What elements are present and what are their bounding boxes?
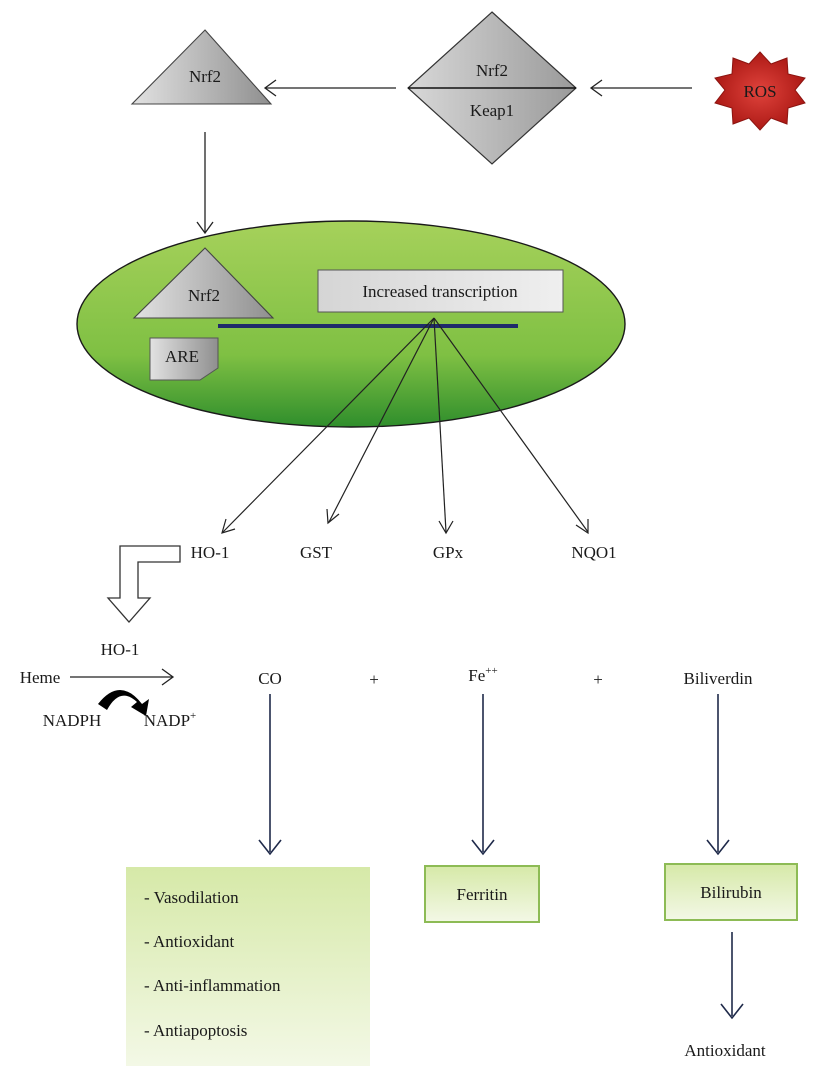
co-effects-panel xyxy=(126,867,370,1066)
ros-label: ROS xyxy=(743,82,776,101)
heme-reaction: HO-1 Heme NADPH NADP+ xyxy=(20,640,197,730)
nrf2-keap1-complex: Nrf2 Keap1 xyxy=(407,11,577,165)
bilirubin-label: Bilirubin xyxy=(700,883,762,902)
reaction-arrow xyxy=(70,668,175,686)
ferritin-box: Ferritin xyxy=(424,865,540,923)
cofactor-curved-arrow xyxy=(98,690,149,716)
arrow-nrf2-translocation xyxy=(196,132,214,235)
gene-gpx-label: GPx xyxy=(433,543,464,562)
nucleus-nrf2-label: Nrf2 xyxy=(188,286,220,305)
target-genes: HO-1 GST GPx NQO1 xyxy=(191,543,617,562)
co-effects-box: - Vasodilation - Antioxidant - Anti-infl… xyxy=(126,867,370,1066)
ferritin-panel xyxy=(424,865,540,923)
gene-gst-label: GST xyxy=(300,543,333,562)
transcription-box xyxy=(317,269,564,313)
complex-bottom-label: Keap1 xyxy=(470,101,514,120)
iron-label: Fe++ xyxy=(468,665,497,685)
plus-sign-1: + xyxy=(369,670,379,689)
ros-burst: ROS xyxy=(714,51,806,131)
reaction-enzyme-label: HO-1 xyxy=(101,640,140,659)
free-nrf2-label: Nrf2 xyxy=(189,67,221,86)
nadp-label: NADP+ xyxy=(144,710,197,730)
nrf2-triangle-shape xyxy=(130,29,273,105)
ros-star-shape xyxy=(714,51,806,131)
co-label: CO xyxy=(258,669,282,688)
ferritin-label: Ferritin xyxy=(457,885,508,904)
co-effect-item: - Antioxidant xyxy=(144,932,234,951)
gene-induction-arrows xyxy=(221,317,589,535)
nadph-label: NADPH xyxy=(43,711,102,730)
bilirubin-box: Bilirubin xyxy=(664,863,798,921)
outcome-arrows xyxy=(258,694,730,856)
bilirubin-panel xyxy=(664,863,798,921)
plus-sign-2: + xyxy=(593,670,603,689)
co-effect-item: - Vasodilation xyxy=(144,888,239,907)
transcription-label: Increased transcription xyxy=(362,282,518,301)
heme-label: Heme xyxy=(20,668,61,687)
gene-ho1-label: HO-1 xyxy=(191,543,230,562)
arrow-bilirubin-to-antioxidant xyxy=(720,932,744,1020)
reaction-products: CO + Fe++ + Biliverdin xyxy=(258,665,753,689)
bilirubin-effect-label: Antioxidant xyxy=(684,1041,765,1060)
are-label: ARE xyxy=(165,347,199,366)
nucleus-nrf2-triangle xyxy=(132,247,275,319)
co-effect-item: - Antiapoptosis xyxy=(144,1021,247,1040)
are-element-shape xyxy=(149,337,219,381)
free-nrf2: Nrf2 xyxy=(130,29,273,105)
arrow-ros-to-complex xyxy=(589,79,692,97)
nucleus: Nrf2 ARE Increased transcription xyxy=(76,220,626,428)
complex-top-label: Nrf2 xyxy=(476,61,508,80)
gene-nqo1-label: NQO1 xyxy=(571,543,616,562)
co-effect-item: - Anti-inflammation xyxy=(144,976,281,995)
arrow-complex-to-nrf2 xyxy=(263,79,396,97)
hollow-elbow-arrow xyxy=(106,545,181,623)
biliverdin-label: Biliverdin xyxy=(684,669,753,688)
